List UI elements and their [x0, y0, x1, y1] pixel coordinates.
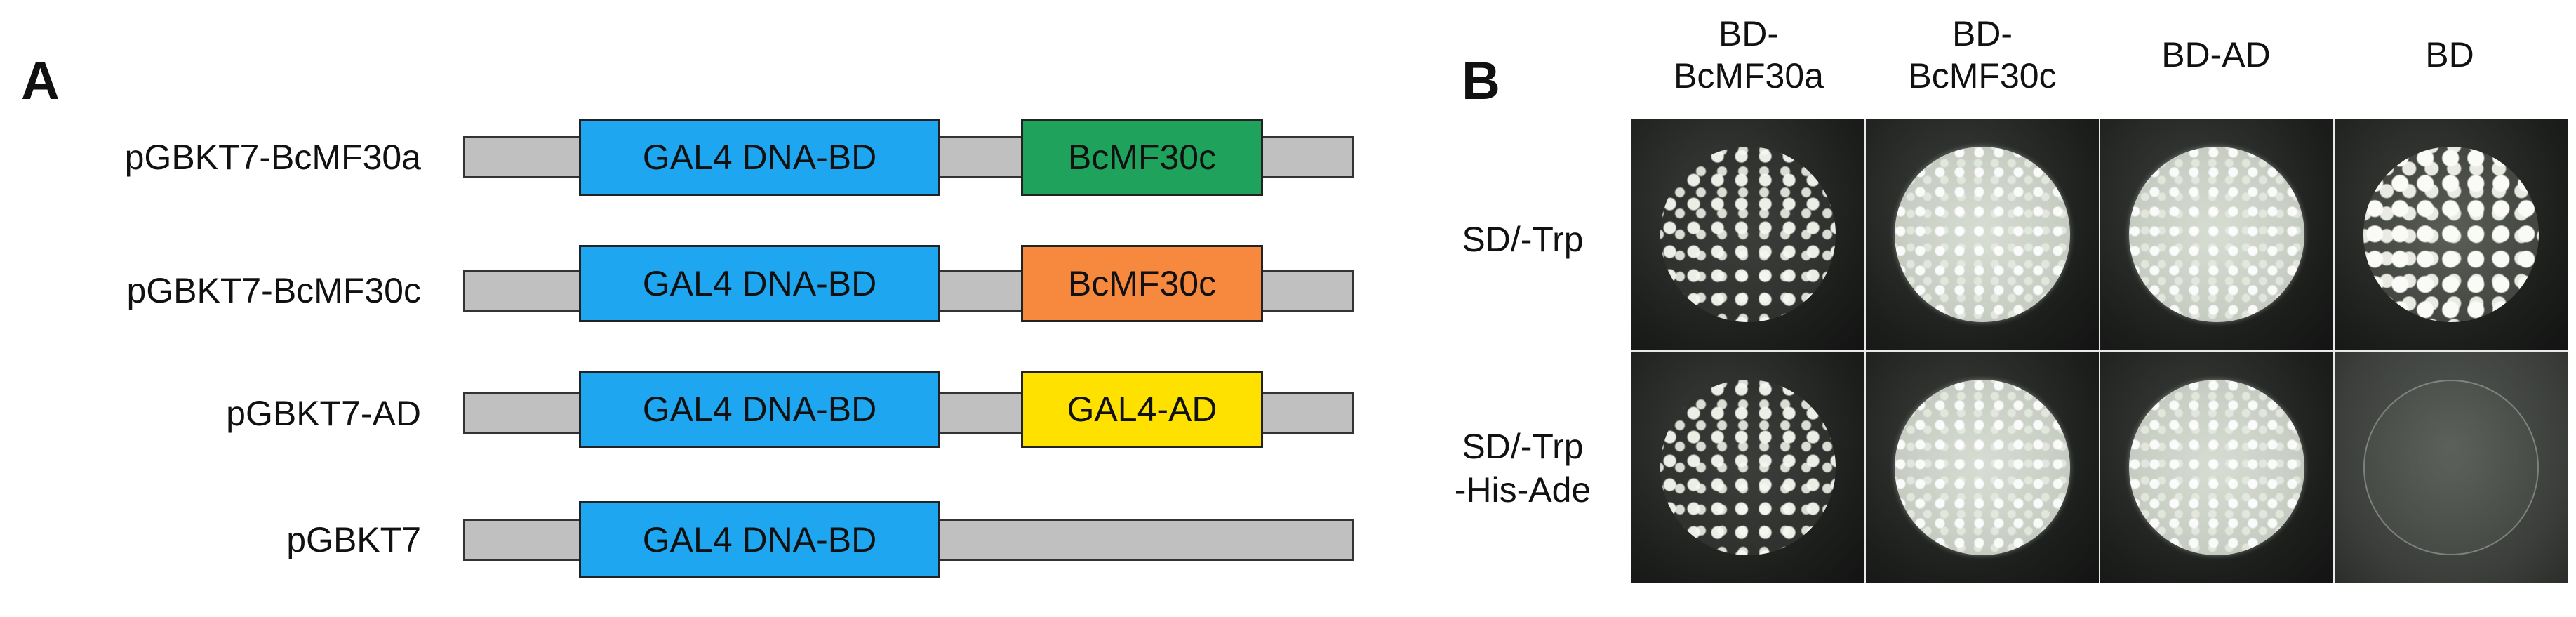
column-header-bd-bcmf30c: BD- BcMF30c: [1867, 13, 2098, 97]
yeast-colony: [1895, 380, 2070, 555]
growth-cell: [2335, 352, 2568, 583]
column-header-line1: BD: [2425, 35, 2474, 74]
yeast-colony: [2363, 380, 2539, 555]
yeast-colony: [1660, 147, 1836, 322]
row-label-line1: SD/-Trp: [1462, 220, 1584, 259]
growth-cell: [1631, 119, 1864, 350]
bcmf30c-insert: BcMF30c: [1021, 245, 1263, 322]
yeast-colony: [2129, 380, 2304, 555]
construct-label-ad: pGBKT7-AD: [226, 394, 421, 433]
column-header-line1: BD-AD: [2161, 35, 2271, 74]
column-header-bd-ad: BD-AD: [2100, 34, 2332, 76]
yeast-colony: [2363, 147, 2539, 322]
panel-a-letter: A: [21, 51, 60, 111]
yeast-colony: [1895, 147, 2070, 322]
row-label-sd-trp: SD/-Trp: [1417, 218, 1628, 261]
yeast-colony: [1660, 380, 1836, 555]
row-label-line1: SD/-Trp: [1462, 427, 1584, 466]
growth-cell: [1631, 352, 1864, 583]
row-label-line2: -His-Ade: [1454, 470, 1591, 510]
column-header-bd-bcmf30a: BD- BcMF30a: [1633, 13, 1864, 97]
column-header-line2: BcMF30a: [1674, 56, 1824, 95]
bcmf30a-insert: BcMF30c: [1021, 119, 1263, 196]
growth-cell: [2100, 119, 2333, 350]
construct-label-bcmf30c: pGBKT7-BcMF30c: [126, 271, 421, 310]
gal4-dna-bd-domain: GAL4 DNA-BD: [579, 119, 940, 196]
growth-cell: [2335, 119, 2568, 350]
column-header-bd: BD: [2334, 34, 2565, 76]
column-header-line1: BD-: [1718, 14, 1780, 53]
yeast-colony: [2129, 147, 2304, 322]
column-header-line1: BD-: [1951, 14, 2013, 53]
row-label-sd-trp-his-ade: SD/-Trp -His-Ade: [1417, 425, 1628, 512]
gal4-ad-insert: GAL4-AD: [1021, 371, 1263, 448]
construct-label-empty: pGBKT7: [286, 520, 421, 559]
growth-cell: [2100, 352, 2333, 583]
yeast-growth-grid: [1631, 119, 2568, 583]
gal4-dna-bd-domain: GAL4 DNA-BD: [579, 371, 940, 448]
column-header-line2: BcMF30c: [1908, 56, 2057, 95]
gal4-dna-bd-domain: GAL4 DNA-BD: [579, 501, 940, 578]
panel-b-letter: B: [1462, 51, 1500, 111]
growth-cell: [1866, 352, 2099, 583]
growth-cell: [1866, 119, 2099, 350]
construct-label-bcmf30a: pGBKT7-BcMF30a: [124, 138, 421, 177]
gal4-dna-bd-domain: GAL4 DNA-BD: [579, 245, 940, 322]
